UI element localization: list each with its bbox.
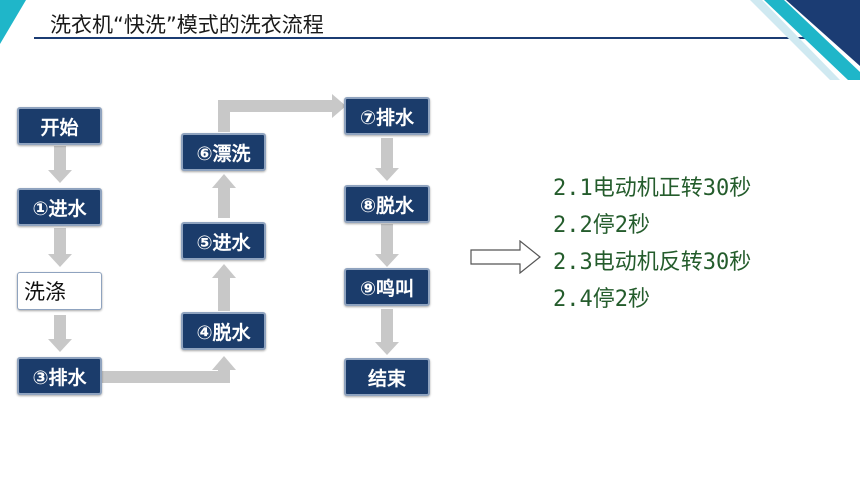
flow-box-step9-beep: ⑨鸣叫 <box>344 268 430 306</box>
flow-box-step7-drain: ⑦排水 <box>344 97 430 135</box>
right-arrow-icon <box>470 240 541 274</box>
wash-steps-list: 2.1电动机正转30秒 2.2停2秒 2.3电动机反转30秒 2.4停2秒 <box>553 170 751 318</box>
page-title: 洗衣机“快洗”模式的洗衣流程 <box>50 13 324 37</box>
wash-step: 2.4停2秒 <box>553 287 650 312</box>
wash-step: 2.1电动机正转30秒 <box>553 176 752 201</box>
header-accent-left <box>0 0 26 44</box>
header-accent-right <box>750 0 860 80</box>
flow-box-step4-spin: ④脱水 <box>181 312 266 350</box>
flow-box-step1-fill-water: ①进水 <box>17 188 102 226</box>
flow-box-step3-drain: ③排水 <box>17 357 102 395</box>
flow-box-step6-rinse: ⑥漂洗 <box>181 133 266 171</box>
flow-box-wash: 洗涤 <box>17 272 102 310</box>
flow-box-step8-spin: ⑧脱水 <box>344 185 430 223</box>
flow-box-start: 开始 <box>17 107 102 145</box>
wash-step: 2.2停2秒 <box>553 213 650 238</box>
wash-step: 2.3电动机反转30秒 <box>553 250 752 275</box>
flow-box-end: 结束 <box>344 358 430 396</box>
header-underline <box>34 37 814 39</box>
flow-box-step5-fill-water: ⑤进水 <box>181 222 266 260</box>
